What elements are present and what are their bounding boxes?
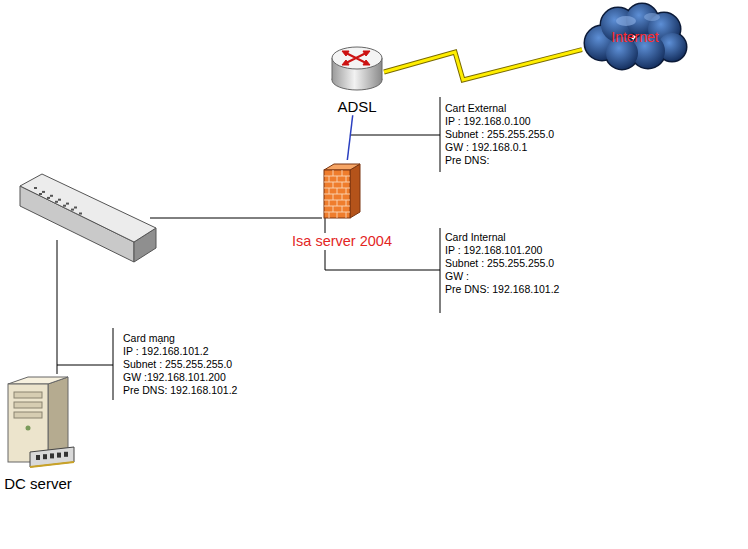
connector-group: [347, 115, 352, 160]
bracket-line: [440, 97, 441, 172]
router-arrows: [342, 51, 370, 65]
port-dot: [74, 207, 77, 209]
text-holder: DC server: [0, 475, 77, 493]
drive-bay: [14, 412, 42, 418]
leader-line: [57, 365, 113, 366]
network-setting: IP : 192.168.0.100: [445, 115, 531, 128]
dc-server-icon: [0, 374, 76, 470]
cloud-highlight: [616, 16, 636, 26]
firewall-server: Isa server 2004: [287, 160, 397, 249]
drive-bay: [14, 392, 42, 398]
port-dot: [63, 205, 66, 207]
text-holder: ADSL: [330, 98, 384, 116]
network-setting: GW :192.168.101.200: [123, 371, 226, 384]
dc-server: DC server: [0, 374, 77, 492]
network-setting: IP : 192.168.101.2: [123, 345, 209, 358]
port-dot: [55, 201, 58, 203]
drive-bay: [14, 402, 42, 408]
lan-cable: [57, 240, 58, 374]
text-holder: Internet: [582, 28, 688, 46]
lan-cable: [150, 218, 322, 219]
card-heading: Card Internal: [445, 231, 506, 244]
internet-cloud: Internet: [582, 3, 688, 69]
card-heading: Card mạng: [123, 332, 175, 345]
adsl-router-icon: [330, 44, 384, 94]
bracket-line: [440, 228, 441, 313]
adsl-router: ADSL: [330, 44, 384, 115]
firewall-top: [324, 164, 360, 170]
port-dot: [58, 199, 61, 201]
power-button: [26, 426, 31, 431]
card-chips: [36, 452, 68, 460]
network-card: [30, 447, 74, 467]
switch-ports: [34, 187, 82, 215]
switch-top: [20, 174, 156, 242]
network-setting: Pre DNS: 192.168.101.2: [445, 283, 559, 296]
card-contacts: [30, 462, 74, 467]
node-label: Isa server 2004: [290, 233, 394, 250]
port-dot: [42, 191, 45, 193]
node-label: Internet: [609, 29, 660, 45]
firewall-front: [324, 170, 350, 218]
port-dot: [39, 193, 42, 195]
port-dot: [66, 203, 69, 205]
cloud-highlight: [644, 13, 660, 21]
firewall-server-icon: [320, 160, 364, 218]
text-holder: Isa server 2004: [287, 232, 397, 250]
port-dot: [47, 197, 50, 199]
bracket-line: [113, 328, 114, 400]
network-setting: GW :: [445, 270, 469, 283]
connector-outline: [384, 50, 582, 80]
network-setting: Subnet : 255.255.255.0: [445, 257, 554, 270]
port-dot: [34, 187, 37, 189]
ethernet-cable: [347, 115, 352, 160]
node-label: DC server: [2, 475, 74, 492]
leader-line: [350, 135, 440, 136]
network-setting: Subnet : 255.255.255.0: [123, 358, 232, 371]
network-setting: IP : 192.168.101.200: [445, 244, 542, 257]
switch-icon: [20, 174, 156, 262]
wan-link: [384, 50, 582, 80]
connector-group: [384, 50, 582, 80]
network-setting: GW : 192.168.0.1: [445, 141, 527, 154]
port-dot: [71, 209, 74, 211]
port-dot: [50, 195, 53, 197]
network-setting: Subnet : 255.255.255.0: [445, 128, 554, 141]
server-top: [8, 377, 68, 384]
network-setting: Pre DNS: 192.168.101.2: [123, 384, 237, 397]
network-setting: Pre DNS:: [445, 154, 489, 167]
card-heading: Cart External: [445, 102, 506, 115]
brick-lines: [324, 170, 350, 218]
port-dot: [79, 213, 82, 215]
firewall-side: [350, 164, 360, 218]
node-label: ADSL: [335, 98, 378, 115]
router-top: [332, 47, 382, 69]
